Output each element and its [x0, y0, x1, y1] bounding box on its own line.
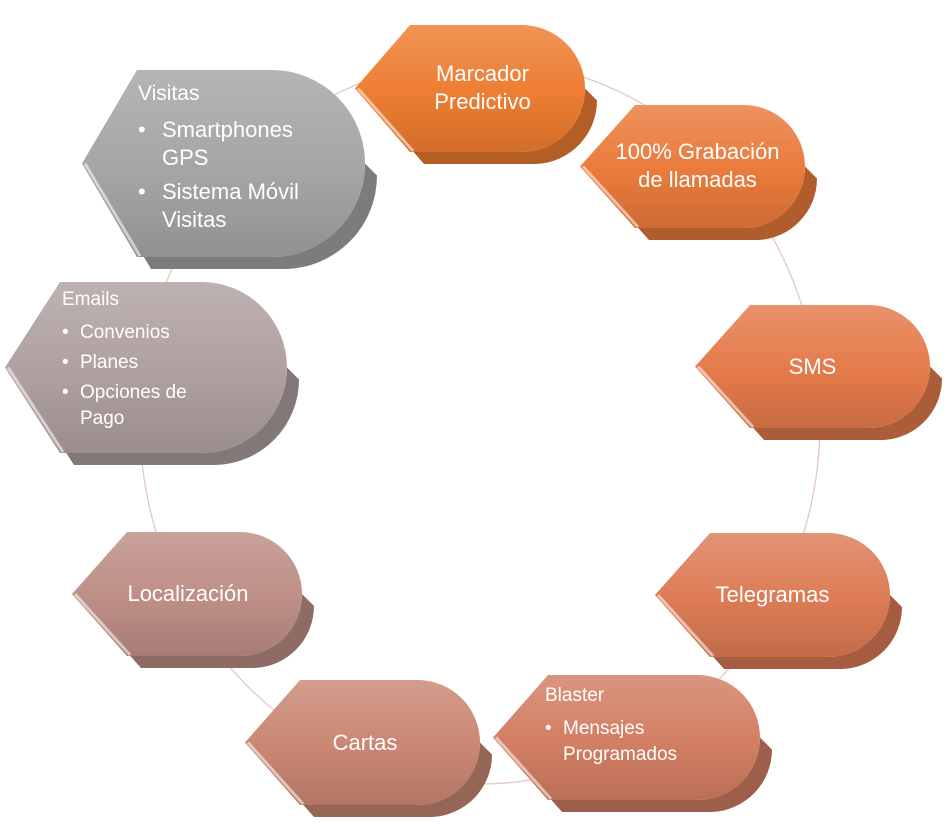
node-localizacion-label: Localización — [103, 577, 273, 611]
node-emails-label: Emails Convenios Planes Opciones de Pago — [62, 288, 227, 448]
node-blaster-bevel — [494, 736, 553, 800]
node-telegramas-title: Telegramas — [715, 582, 830, 607]
node-emails-title: Emails — [62, 289, 120, 310]
node-blaster-list: Mensajes Programados — [545, 712, 745, 768]
node-visitas-list: Smartphones GPS Sistema Móvil Visitas — [138, 110, 328, 234]
node-blaster-item: Mensajes Programados — [545, 716, 745, 768]
node-grabacion-title: 100% Grabación de llamadas — [615, 139, 780, 192]
node-marcador-title: Marcador Predictivo — [434, 61, 531, 114]
node-emails-item: Convenios — [62, 320, 227, 346]
node-grabacion-label: 100% Grabación de llamadas — [610, 120, 785, 212]
node-cartas-shape — [245, 680, 481, 805]
node-localizacion-bevel — [73, 592, 132, 657]
node-blaster-title: Blaster — [545, 685, 605, 706]
node-grabacion-bevel — [581, 165, 640, 229]
node-emails-item: Opciones de Pago — [62, 380, 227, 432]
node-marcador-shape — [355, 25, 585, 152]
node-telegramas-label: Telegramas — [690, 578, 855, 612]
node-sms-title: SMS — [788, 354, 837, 379]
node-visitas-item: Sistema Móvil Visitas — [138, 178, 328, 234]
node-visitas-label: Visitas Smartphones GPS Sistema Móvil Vi… — [138, 82, 328, 252]
node-sms-bevel — [696, 365, 755, 429]
node-grabacion-shape — [580, 105, 805, 228]
node-sms-label: SMS — [730, 350, 895, 384]
node-telegramas-bevel — [656, 593, 715, 658]
node-blaster-label: Blaster Mensajes Programados — [545, 684, 745, 784]
node-localizacion-shape — [72, 532, 302, 656]
node-cartas-title: Cartas — [332, 730, 398, 755]
node-cartas-bevel — [246, 741, 305, 805]
node-localizacion-title: Localización — [127, 581, 249, 606]
node-emails-bevel — [6, 366, 65, 453]
node-telegramas-shape — [655, 533, 890, 657]
node-marcador-label: Marcador Predictivo — [385, 58, 580, 118]
node-cartas-label: Cartas — [275, 726, 455, 760]
node-marcador-bevel — [356, 87, 415, 152]
node-visitas-bevel — [83, 162, 142, 257]
node-sms-shape — [695, 305, 930, 428]
node-visitas-title: Visitas — [138, 82, 200, 105]
node-visitas-item: Smartphones GPS — [138, 116, 328, 172]
node-emails-list: Convenios Planes Opciones de Pago — [62, 316, 227, 432]
node-emails-item: Planes — [62, 350, 227, 376]
